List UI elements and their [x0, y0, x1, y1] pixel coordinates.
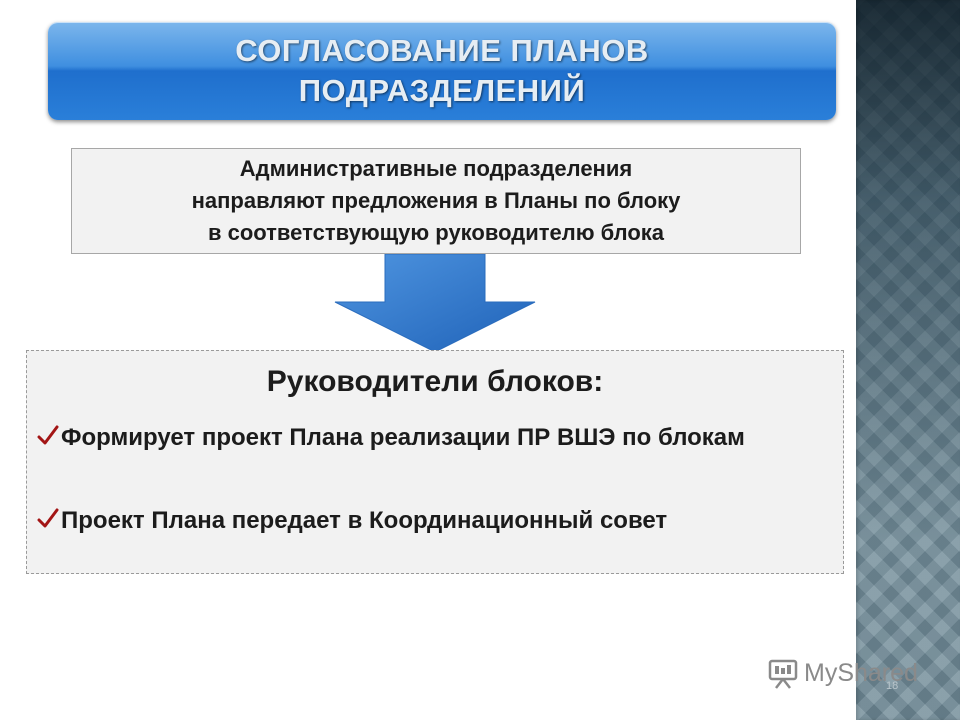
slide-title: СОГЛАСОВАНИЕ ПЛАНОВ ПОДРАЗДЕЛЕНИЙ — [235, 33, 649, 108]
admin-units-box: Административные подразделения направляю… — [71, 148, 801, 254]
side-decoration-panel — [856, 0, 960, 720]
down-arrow-icon — [334, 254, 536, 353]
presentation-icon — [768, 659, 798, 689]
block-heads-heading: Руководители блоков: — [266, 365, 604, 398]
title-bar: СОГЛАСОВАНИЕ ПЛАНОВ ПОДРАЗДЕЛЕНИЙ — [48, 22, 836, 120]
list-item: Формирует проект Плана реализации ПР ВШЭ… — [37, 423, 827, 453]
block-heads-box: Руководители блоков: Формирует проект Пл… — [26, 350, 844, 574]
bullet-text: Проект Плана передает в Координационный … — [61, 507, 668, 534]
list-item: Проект Плана передает в Координационный … — [37, 506, 827, 536]
checkmark-icon — [37, 508, 59, 530]
watermark-text: MyShared — [804, 658, 918, 687]
checkmark-icon — [37, 425, 59, 447]
slide-number: 18 — [886, 680, 899, 692]
watermark: MyShared — [766, 656, 918, 690]
bullet-text: Формирует проект Плана реализации ПР ВШЭ… — [61, 424, 745, 451]
admin-units-text: Административные подразделения направляю… — [191, 156, 681, 245]
